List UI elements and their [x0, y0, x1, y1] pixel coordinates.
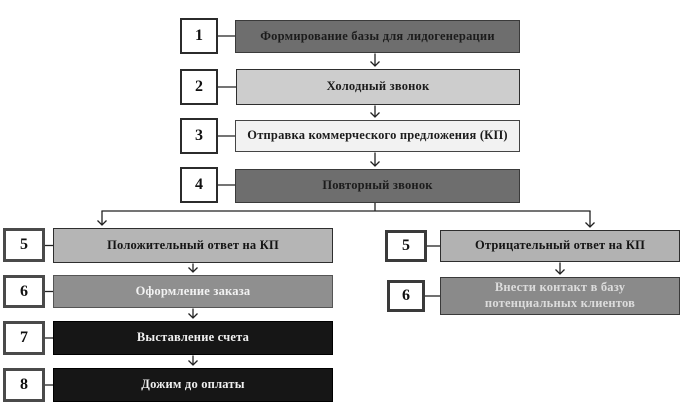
flow-step-number-4: 4	[180, 167, 218, 203]
flow-step-box-7: Выставление счета	[53, 321, 333, 355]
flow-step-number-positive-5: 5	[3, 228, 45, 262]
flow-step-box-positive-6: Оформление заказа	[53, 275, 333, 308]
flow-step-box-8: Дожим до оплаты	[53, 368, 333, 402]
flow-step-box-positive-5: Положительный ответ на КП	[53, 228, 333, 263]
flow-step-box-2: Холодный звонок	[236, 69, 520, 105]
flow-step-number-positive-6: 6	[3, 275, 45, 308]
flow-step-box-1: Формирование базы для лидогенерации	[235, 20, 520, 53]
flow-step-box-negative-5: Отрицательный ответ на КП	[440, 230, 680, 262]
flow-step-number-8: 8	[3, 368, 45, 402]
flow-step-number-negative-5: 5	[385, 230, 427, 262]
flow-step-number-2: 2	[180, 69, 218, 105]
flow-step-number-7: 7	[3, 321, 45, 355]
flow-step-box-negative-6: Внести контакт в базу потенциальных клие…	[440, 277, 680, 315]
flow-step-box-3: Отправка коммерческого предложения (КП)	[235, 120, 520, 152]
flow-step-number-negative-6: 6	[387, 280, 425, 312]
flow-step-number-1: 1	[180, 18, 218, 54]
flow-step-number-3: 3	[180, 118, 218, 154]
flow-step-box-4: Повторный звонок	[235, 169, 520, 203]
